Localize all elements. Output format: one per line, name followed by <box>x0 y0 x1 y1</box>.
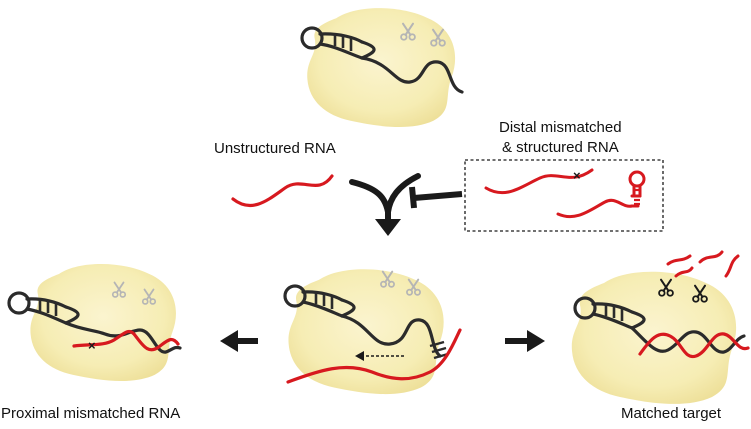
matched-target-complex <box>571 250 750 404</box>
protein-blob <box>30 263 176 382</box>
guide-rna <box>300 26 464 94</box>
distal-mismatched-strand <box>484 168 594 195</box>
unstructured-rna-strand <box>231 174 334 208</box>
mismatched-target-strand <box>72 329 180 352</box>
scanning-arrow <box>355 351 404 361</box>
label-distal-line1: Distal mismatched <box>499 119 622 136</box>
guide-rna <box>283 284 442 358</box>
mismatch-x-icon: × <box>88 338 96 353</box>
structured-rna-strand <box>556 170 646 219</box>
label-distal-line2: & structured RNA <box>502 139 619 156</box>
hairpin-loop-icon <box>628 170 646 188</box>
mismatch-x-icon: × <box>573 168 581 183</box>
distal-rna-box <box>464 159 664 232</box>
guide-rna-ladder <box>38 299 58 316</box>
binding-arrow <box>349 173 421 236</box>
hairpin-rungs <box>634 188 640 206</box>
label-unstructured-rna: Unstructured RNA <box>214 140 336 157</box>
matched-target-strand <box>638 332 750 359</box>
label-proximal-mismatched: Proximal mismatched RNA <box>1 405 180 422</box>
cleaved-rna-fragments <box>666 250 740 278</box>
target-rna-strand <box>286 328 462 384</box>
guide-rna <box>7 291 182 354</box>
protein-blob <box>307 8 456 128</box>
label-matched-target: Matched target <box>621 405 722 422</box>
arrow-to-matched <box>505 330 545 352</box>
guide-rna <box>573 296 746 354</box>
center-complex <box>283 269 462 395</box>
top-complex <box>300 8 464 128</box>
proximal-mismatch-complex: × <box>7 263 182 382</box>
guide-rna-ladder <box>333 34 353 51</box>
guide-rna-ladder <box>604 304 624 321</box>
inhibition-icon <box>409 186 463 209</box>
arrow-to-proximal <box>220 330 258 352</box>
guide-rna-ladder <box>314 292 334 309</box>
